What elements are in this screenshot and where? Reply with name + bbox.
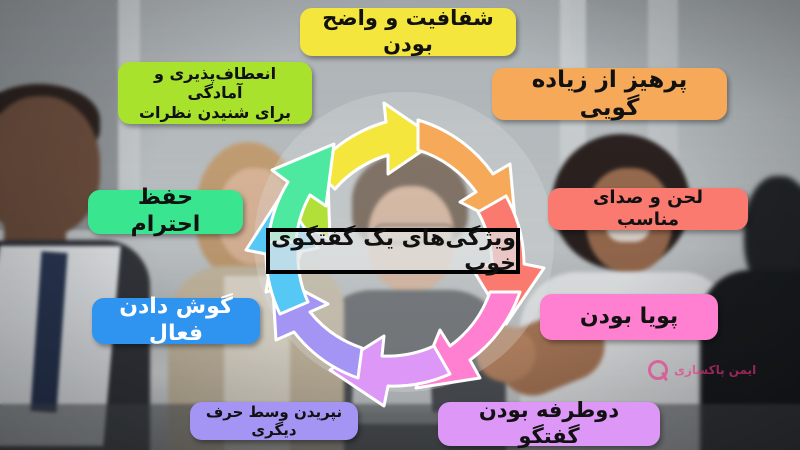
label-tone[interactable]: لحن و صدای مناسب (548, 187, 748, 230)
label-active-listening[interactable]: گوش دادن فعال (92, 294, 260, 346)
label-clarity[interactable]: شفافیت و واضح بودن (300, 6, 516, 56)
watermark-label: ایمن پاکسازی (674, 363, 757, 377)
label-two-way-conversation[interactable]: دوطرفه بودن گفتگو (438, 398, 660, 448)
center-title: ویژگی‌های یک گفتگوی خوب (266, 226, 520, 276)
watermark-logo-icon (648, 360, 668, 380)
label-dynamic[interactable]: پویا بودن (540, 294, 718, 340)
label-respect[interactable]: حفظ احترام (88, 185, 243, 237)
watermark: ایمن پاکسازی (648, 356, 756, 384)
arrow-ring (238, 78, 568, 408)
label-no-interrupting[interactable]: نپریدن وسط حرف دیگری (190, 402, 358, 440)
label-flexibility[interactable]: انعطاف‌پذیری و آمادگی برای شنیدن نظرات (118, 62, 312, 124)
label-brevity[interactable]: پرهیز از زیاده گویی (492, 67, 727, 121)
